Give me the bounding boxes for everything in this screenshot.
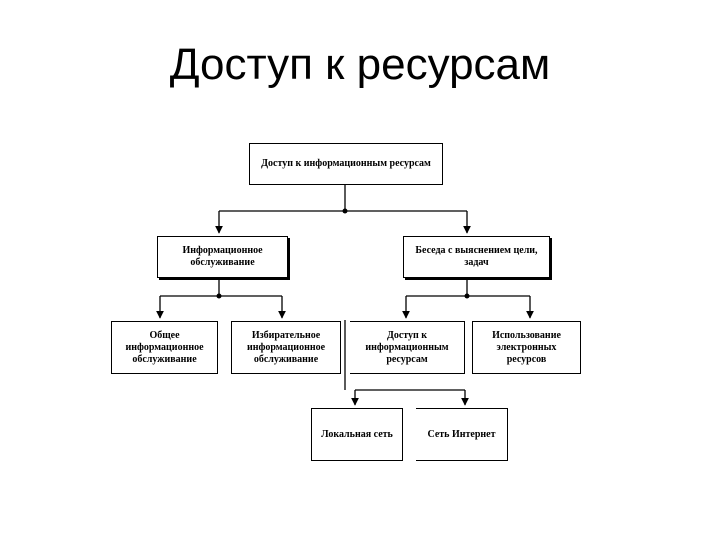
node-info-service: Информационное обслуживание [157,236,288,278]
node-conversation: Беседа с выяснением цели, задач [403,236,550,278]
node-selective-service: Избирательное информационное обслуживани… [231,321,341,374]
junction-dot [216,293,222,299]
node-root: Доступ к информационным ресурсам [249,143,443,185]
node-local-network: Локальная сеть [311,408,403,461]
node-electronic-resources: Использование электронных ресурсов [472,321,581,374]
junction-dot [342,208,348,214]
junction-dot [464,293,470,299]
node-internet: Сеть Интернет [416,408,508,461]
node-general-service: Общее информационное обслуживание [111,321,218,374]
node-resource-access: Доступ к информационным ресурсам [350,321,465,374]
slide-title: Доступ к ресурсам [169,40,551,89]
